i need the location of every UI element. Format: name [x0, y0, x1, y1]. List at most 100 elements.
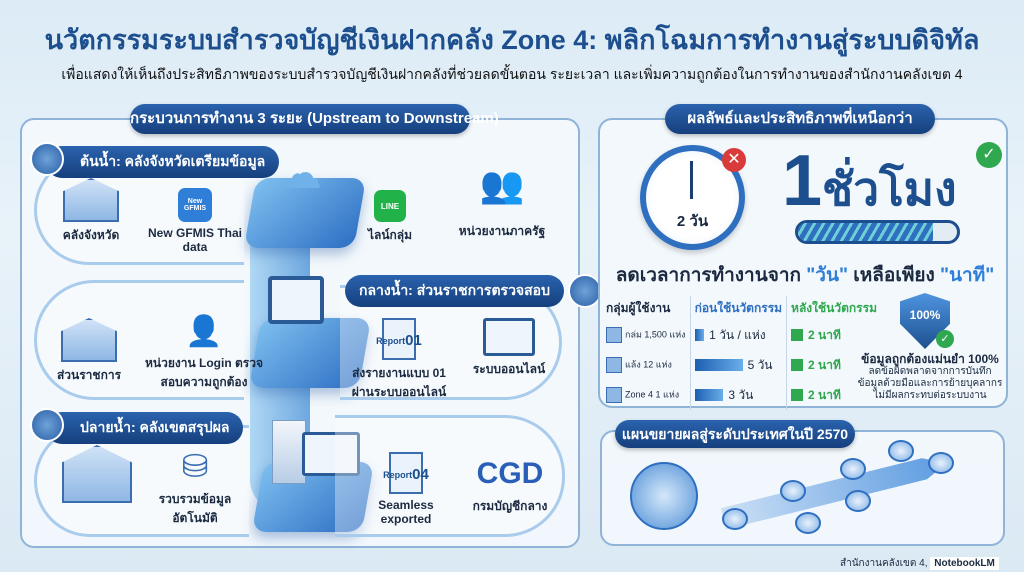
before-value: 3 วัน — [728, 387, 754, 402]
treasury-seal-icon — [30, 408, 64, 442]
item-label: ส่วนราชการ — [56, 368, 122, 382]
building-shape — [62, 445, 132, 503]
before-bar — [694, 389, 724, 402]
table-row: แล้ง 12 แห่ง 5 วัน 2 นาที — [606, 350, 881, 380]
group-label: กล่ม 1,500 แห่ง — [625, 329, 686, 340]
bank-node-icon — [928, 452, 954, 474]
after-value: 2 นาที — [808, 387, 841, 402]
building-icon — [606, 387, 622, 403]
col-header-after: หลังใช้นวัตกรรม — [786, 296, 881, 320]
check-mark-icon: ✓ — [976, 142, 1002, 168]
col-header-group: กลุ่มผู้ใช้งาน — [606, 300, 671, 315]
report-label: Report — [383, 470, 413, 480]
group-cell: แล้ง 12 แห่ง — [606, 350, 690, 380]
government-building-icon — [63, 178, 119, 222]
server-icon — [272, 420, 306, 484]
before-value: 1 วัน / แห่ง — [709, 327, 766, 342]
after-value: 2 นาที — [808, 357, 841, 372]
item-label: กรมบัญชีกลาง — [472, 499, 548, 513]
big-unit: ชั่วโมง — [822, 163, 957, 215]
after-bar — [791, 389, 804, 402]
check-mark-icon: ✓ — [936, 330, 954, 348]
group-label: แล้ง 12 แห่ง — [625, 359, 672, 370]
office-building-icon — [61, 318, 117, 362]
after-bar — [791, 329, 804, 342]
table-row: Zone 4 1 แห่ง 3 วัน 2 นาที — [606, 380, 881, 410]
results-title: ผลลัพธ์และประสิทธิภาพที่เหนือกว่า — [665, 104, 935, 134]
treasury-seal-icon — [30, 142, 64, 176]
item-provincial-treasury: คลังจังหวัด — [36, 178, 146, 245]
line-app-icon: LINE — [374, 190, 406, 222]
report-number: 01 — [405, 332, 422, 349]
process-title: กระบวนการทำงาน 3 ระยะ (Upstream to Downs… — [130, 104, 499, 134]
headline-text: ลดเวลาการทำงานจาก — [615, 265, 807, 286]
bank-node-icon — [722, 508, 748, 530]
computer-monitor-icon — [268, 276, 324, 324]
page-title: นวัตกรรมระบบสำรวจบัญชีเงินฝากคลัง Zone 4… — [44, 25, 980, 55]
item-cgd: CGD กรมบัญชีกลาง — [462, 455, 558, 516]
big-time-value: 1ชั่วโมง — [782, 140, 957, 226]
cloud-sync-icon: ☁ — [278, 149, 322, 198]
after-cell: 2 นาที — [786, 350, 881, 380]
big-number: 1 — [782, 141, 823, 221]
upstream-label: ต้นน้ำ: คลังจังหวัดเตรียมข้อมูล — [46, 146, 280, 178]
item-auto-collect: ⛁ รวบรวมข้อมูล อัตโนมัติ — [140, 446, 250, 528]
item-government-unit: ส่วนราชการ — [34, 318, 144, 385]
after-bar — [791, 359, 804, 372]
accuracy-title: ข้อมูลถูกต้องแม่นยำ 100% — [861, 352, 999, 366]
item-new-gfmis: New GFMIS New GFMIS Thai data — [140, 188, 250, 254]
expansion-title: แผนขยายผลสู่ระดับประเทศในปี 2570 — [615, 420, 855, 448]
cgd-logo: CGD — [476, 457, 544, 490]
after-value: 2 นาที — [808, 327, 841, 342]
report-number: 04 — [412, 466, 429, 483]
user-check-icon: 👤 — [185, 314, 223, 348]
headline-text: เหลือเพียง — [847, 265, 941, 286]
globe-growth-icon — [630, 462, 698, 530]
table-row: กล่ม 1,500 แห่ง 1 วัน / แห่ง 2 นาที — [606, 320, 881, 350]
headline: ลดเวลาการทำงานจาก "วัน" เหลือเพียง "นาที… — [600, 260, 1010, 290]
item-government-agencies: 👥หน่วยงานภาครัฐ — [442, 152, 562, 241]
report-label: Report — [376, 336, 406, 346]
bank-node-icon — [888, 440, 914, 462]
regional-office-building-icon — [62, 445, 132, 503]
group-label: Zone 4 1 แห่ง — [625, 389, 680, 400]
login-screen-icon — [483, 318, 535, 356]
database-gear-icon: ⛁ — [181, 448, 209, 484]
before-value: 5 วัน — [747, 357, 773, 372]
group-cell: Zone 4 1 แห่ง — [606, 380, 690, 410]
comparison-table: กลุ่มผู้ใช้งานก่อนใช้นวัตกรรมหลังใช้นวัต… — [606, 296, 881, 410]
downstream-label: ปลายน้ำ: คลังเขตสรุปผล — [46, 412, 244, 444]
item-label: หน่วยงานภาครัฐ — [458, 224, 546, 238]
clock-hand — [690, 161, 693, 199]
headline-day: "วัน" — [806, 265, 848, 286]
bank-node-icon — [795, 512, 821, 534]
before-bar — [694, 329, 705, 342]
item-label: ส่งรายงานแบบ 01 ผ่านระบบออนไลน์ — [351, 366, 447, 399]
after-cell: 2 นาที — [786, 320, 881, 350]
notebooklm-watermark: NotebookLM — [930, 557, 999, 570]
page-subtitle: เพื่อแสดงให้เห็นถึงประสิทธิภาพของระบบสำร… — [61, 66, 963, 82]
progress-bar — [795, 220, 960, 244]
computer-user-icon — [567, 274, 602, 308]
clock-label: 2 วัน — [676, 213, 709, 230]
midstream-header: กลางน้ำ: ส่วนราชการตรวจสอบ — [345, 274, 602, 308]
item-label: ระบบออนไลน์ — [472, 362, 546, 376]
item-label: New GFMIS Thai data — [147, 226, 242, 254]
after-cell: 2 นาที — [786, 380, 881, 410]
before-cell: 1 วัน / แห่ง — [689, 320, 787, 350]
building-icon — [606, 327, 622, 343]
item-label: รวบรวมข้อมูล อัตโนมัติ — [158, 492, 232, 525]
headline-minute: "นาที" — [940, 265, 995, 286]
group-cell: กล่ม 1,500 แห่ง — [606, 320, 690, 350]
gfmis-app-icon: New GFMIS — [178, 188, 212, 222]
accuracy-desc: ลดข้อผิดพลาดจากการบันทึกข้อมูลด้วยมือและ… — [857, 366, 1003, 401]
item-label: คลังจังหวัด — [62, 228, 120, 242]
footer: สำนักงานคลังเขต 4, NotebookLM — [840, 556, 999, 571]
bank-node-icon — [780, 480, 806, 502]
building-icon — [606, 357, 622, 373]
